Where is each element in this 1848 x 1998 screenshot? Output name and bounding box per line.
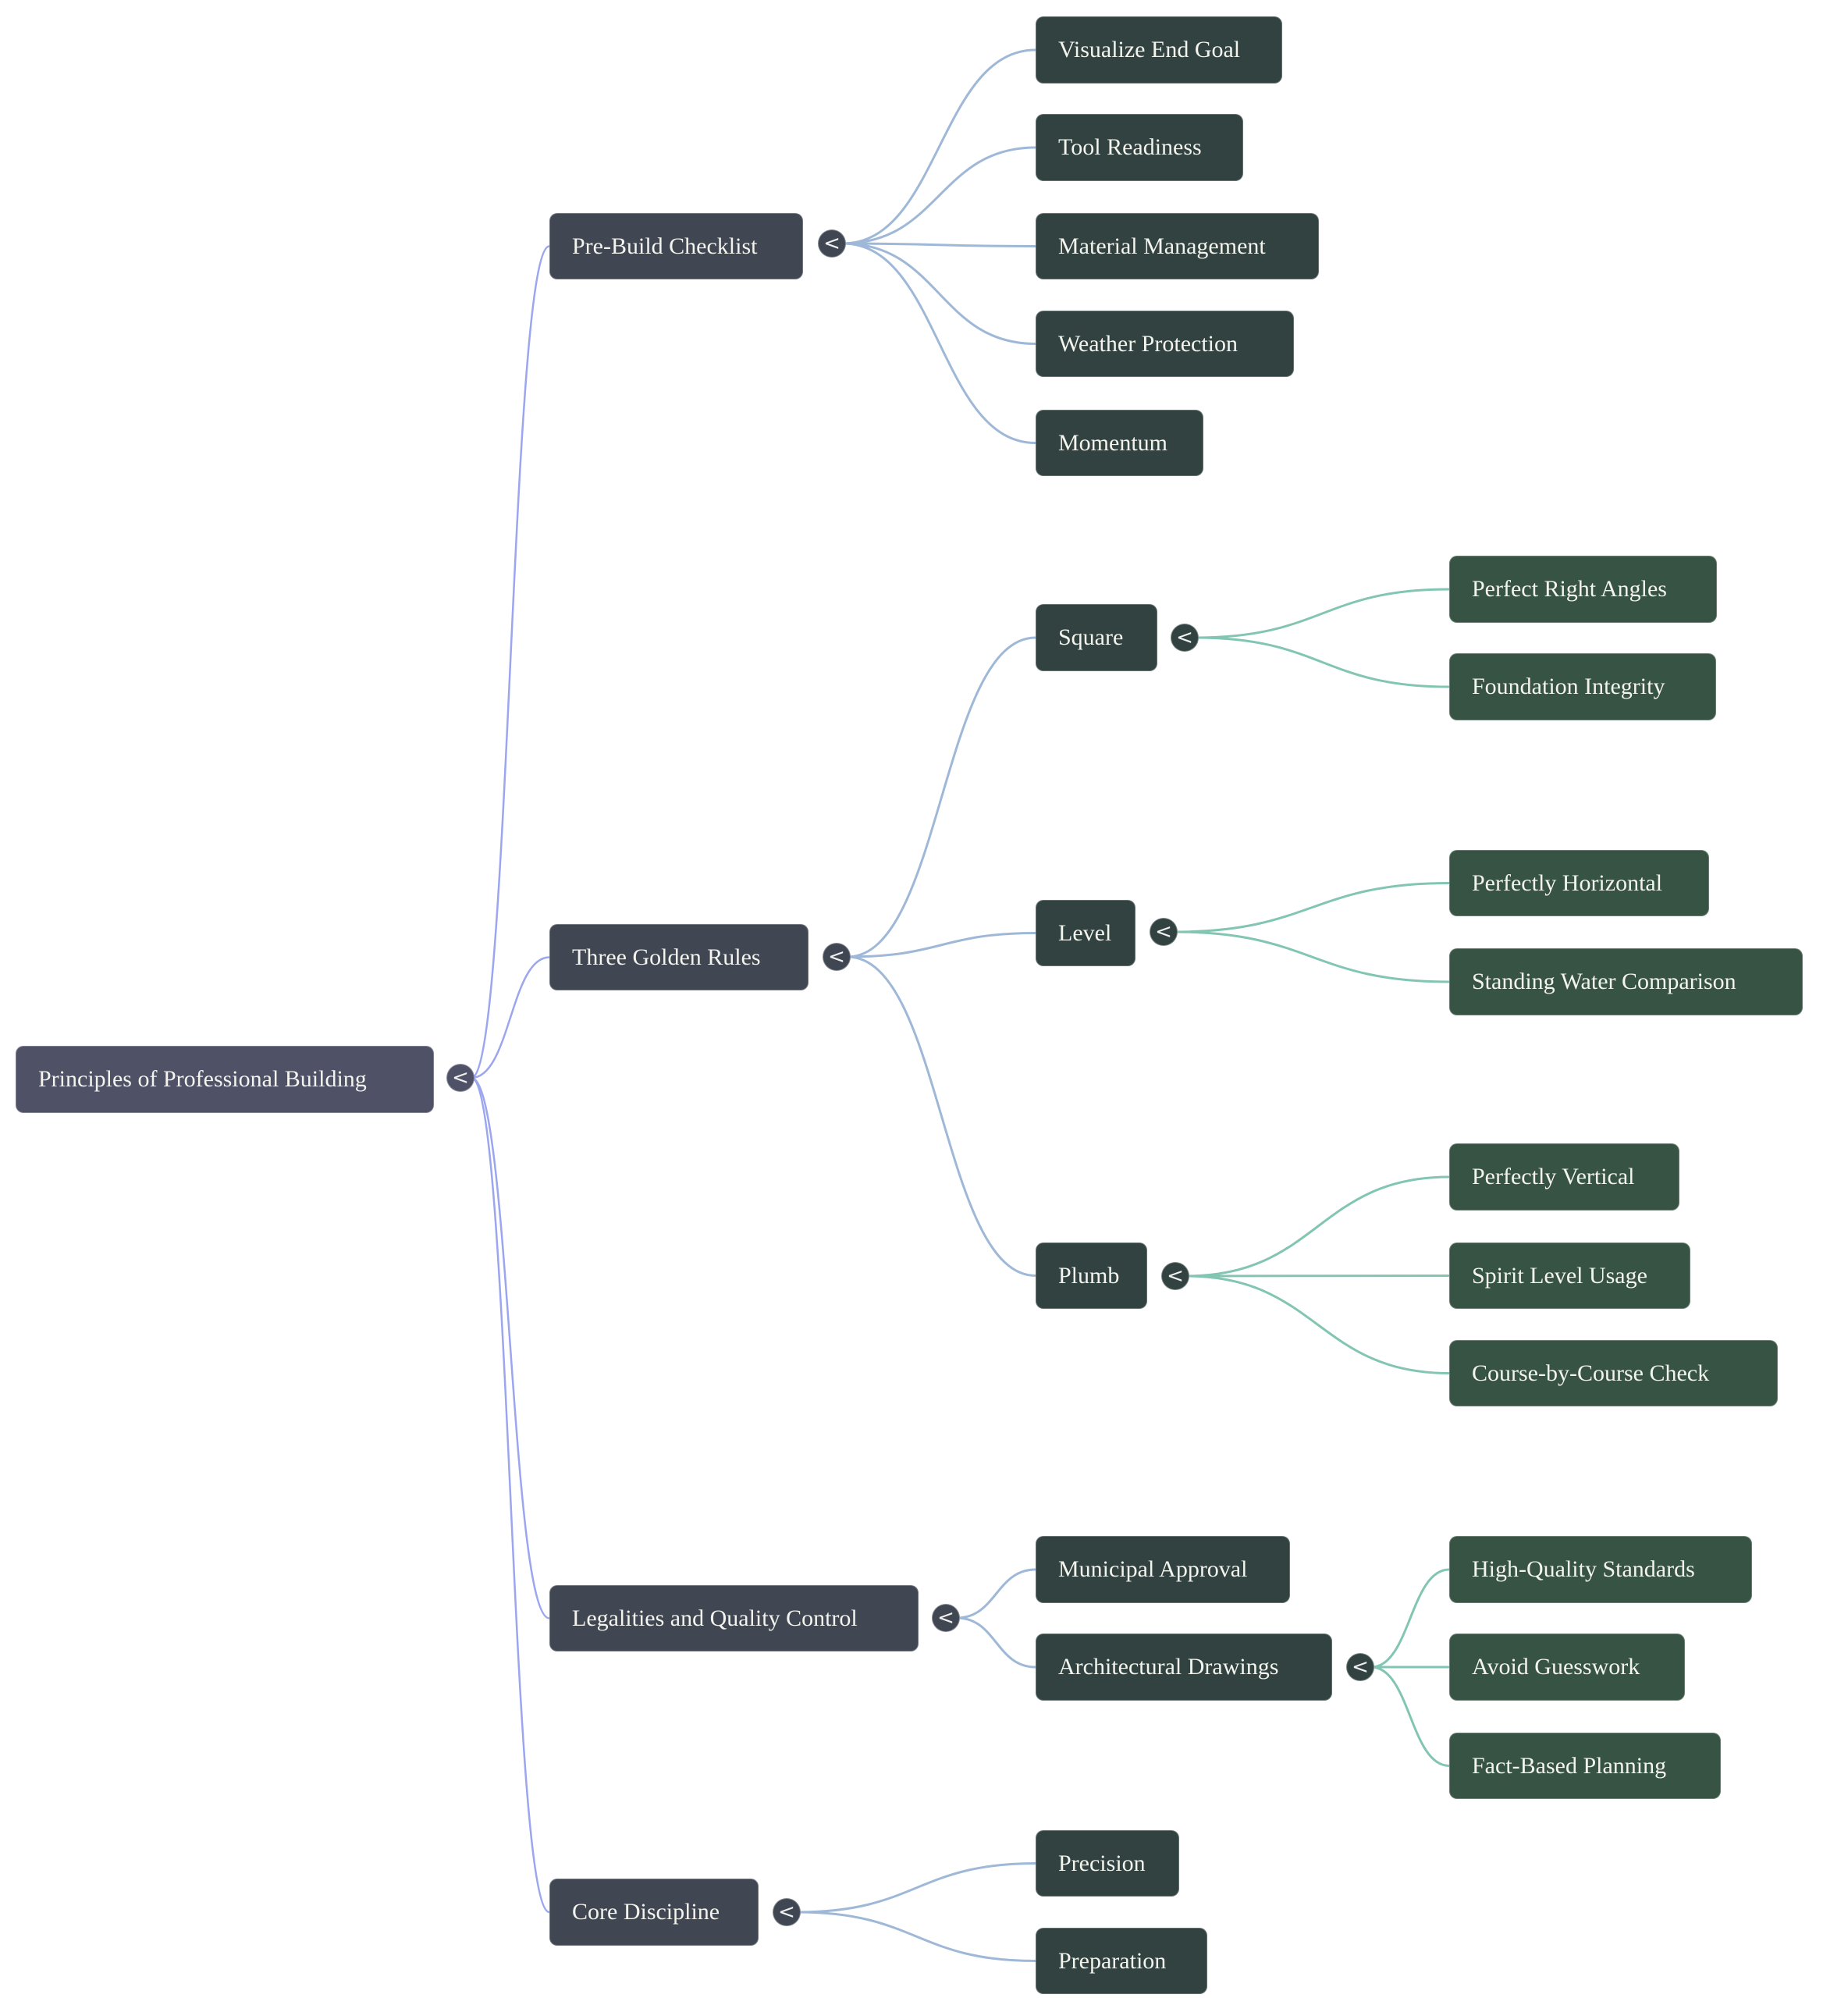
- branch-node-architectural-drawings[interactable]: Architectural Drawings: [1036, 1634, 1332, 1701]
- leaf-node-avoid-guesswork[interactable]: Avoid Guesswork: [1449, 1634, 1685, 1701]
- connector-line: [471, 1076, 550, 1914]
- leaf-node-standing-water-comparison[interactable]: Standing Water Comparison: [1449, 948, 1803, 1015]
- collapse-toggle-pre-build-checklist[interactable]: <: [818, 229, 846, 258]
- chevron-left-icon: <: [1167, 1264, 1184, 1288]
- leaf-node-material-management[interactable]: Material Management: [1036, 213, 1319, 279]
- chevron-left-icon: <: [778, 1900, 795, 1924]
- connector-line: [1174, 882, 1450, 933]
- collapse-toggle-three-golden-rules[interactable]: <: [823, 943, 851, 971]
- leaf-node-high-quality-standards[interactable]: High-Quality Standards: [1449, 1536, 1752, 1603]
- connector-line: [471, 1076, 550, 1619]
- chevron-left-icon: <: [1155, 920, 1172, 944]
- connector-line: [956, 1616, 1036, 1669]
- chevron-left-icon: <: [828, 945, 845, 969]
- collapse-toggle-plumb[interactable]: <: [1161, 1262, 1189, 1290]
- chevron-left-icon: <: [1352, 1655, 1369, 1679]
- leaf-node-municipal-approval[interactable]: Municipal Approval: [1036, 1536, 1290, 1603]
- branch-node-three-golden-rules[interactable]: Three Golden Rules: [549, 924, 808, 990]
- leaf-node-perfectly-horizontal[interactable]: Perfectly Horizontal: [1449, 850, 1709, 916]
- connector-line: [797, 1862, 1036, 1914]
- leaf-node-precision[interactable]: Precision: [1036, 1830, 1179, 1897]
- leaf-node-foundation-integrity[interactable]: Foundation Integrity: [1449, 653, 1716, 720]
- leaf-node-spirit-level-usage[interactable]: Spirit Level Usage: [1449, 1243, 1690, 1309]
- connector-line: [847, 636, 1036, 958]
- leaf-node-momentum[interactable]: Momentum: [1036, 410, 1203, 476]
- branch-node-pre-build-checklist[interactable]: Pre-Build Checklist: [549, 213, 803, 279]
- connector-line: [956, 1568, 1036, 1619]
- connector-line: [1185, 1275, 1450, 1374]
- branch-node-square[interactable]: Square: [1036, 604, 1157, 671]
- chevron-left-icon: <: [1176, 626, 1193, 649]
- branch-node-legalities-quality-control[interactable]: Legalities and Quality Control: [549, 1585, 919, 1651]
- leaf-node-tool-readiness[interactable]: Tool Readiness: [1036, 114, 1243, 181]
- chevron-left-icon: <: [823, 232, 840, 255]
- branch-node-level[interactable]: Level: [1036, 900, 1135, 966]
- leaf-node-preparation[interactable]: Preparation: [1036, 1928, 1207, 1994]
- connector-line: [842, 242, 1036, 444]
- collapse-toggle-core-discipline[interactable]: <: [773, 1898, 801, 1926]
- collapse-toggle-legalities-quality-control[interactable]: <: [932, 1604, 960, 1632]
- chevron-left-icon: <: [937, 1606, 954, 1630]
- connector-line: [797, 1911, 1036, 1962]
- leaf-node-visualize-end-goal[interactable]: Visualize End Goal: [1036, 16, 1282, 84]
- connector-line: [471, 245, 550, 1079]
- leaf-node-weather-protection[interactable]: Weather Protection: [1036, 311, 1294, 377]
- branch-node-core-discipline[interactable]: Core Discipline: [549, 1879, 759, 1946]
- connector-line: [842, 146, 1036, 245]
- root-node[interactable]: Principles of Professional Building: [16, 1046, 434, 1113]
- connector-line: [842, 242, 1036, 247]
- connector-line: [1185, 1175, 1450, 1278]
- leaf-node-course-by-course-check[interactable]: Course-by-Course Check: [1449, 1340, 1778, 1406]
- connector-line: [847, 932, 1036, 958]
- connector-line: [1370, 1568, 1450, 1669]
- connector-line: [842, 48, 1036, 245]
- leaf-node-perfectly-vertical[interactable]: Perfectly Vertical: [1449, 1143, 1679, 1211]
- connector-line: [1370, 1666, 1450, 1767]
- collapse-toggle-square[interactable]: <: [1171, 624, 1199, 652]
- leaf-node-fact-based-planning[interactable]: Fact-Based Planning: [1449, 1733, 1721, 1799]
- chevron-left-icon: <: [452, 1066, 469, 1090]
- connector-line: [1185, 1275, 1450, 1278]
- collapse-toggle-level[interactable]: <: [1150, 918, 1178, 946]
- connector-line: [847, 955, 1036, 1277]
- collapse-toggle-root[interactable]: <: [446, 1064, 474, 1092]
- leaf-node-perfect-right-angles[interactable]: Perfect Right Angles: [1449, 556, 1717, 623]
- connector-line: [1174, 930, 1450, 983]
- connector-line: [471, 956, 550, 1079]
- collapse-toggle-architectural-drawings[interactable]: <: [1346, 1653, 1374, 1681]
- connector-line: [1195, 588, 1450, 639]
- connector-line: [1195, 636, 1450, 688]
- branch-node-plumb[interactable]: Plumb: [1036, 1243, 1147, 1309]
- connector-line: [842, 242, 1036, 345]
